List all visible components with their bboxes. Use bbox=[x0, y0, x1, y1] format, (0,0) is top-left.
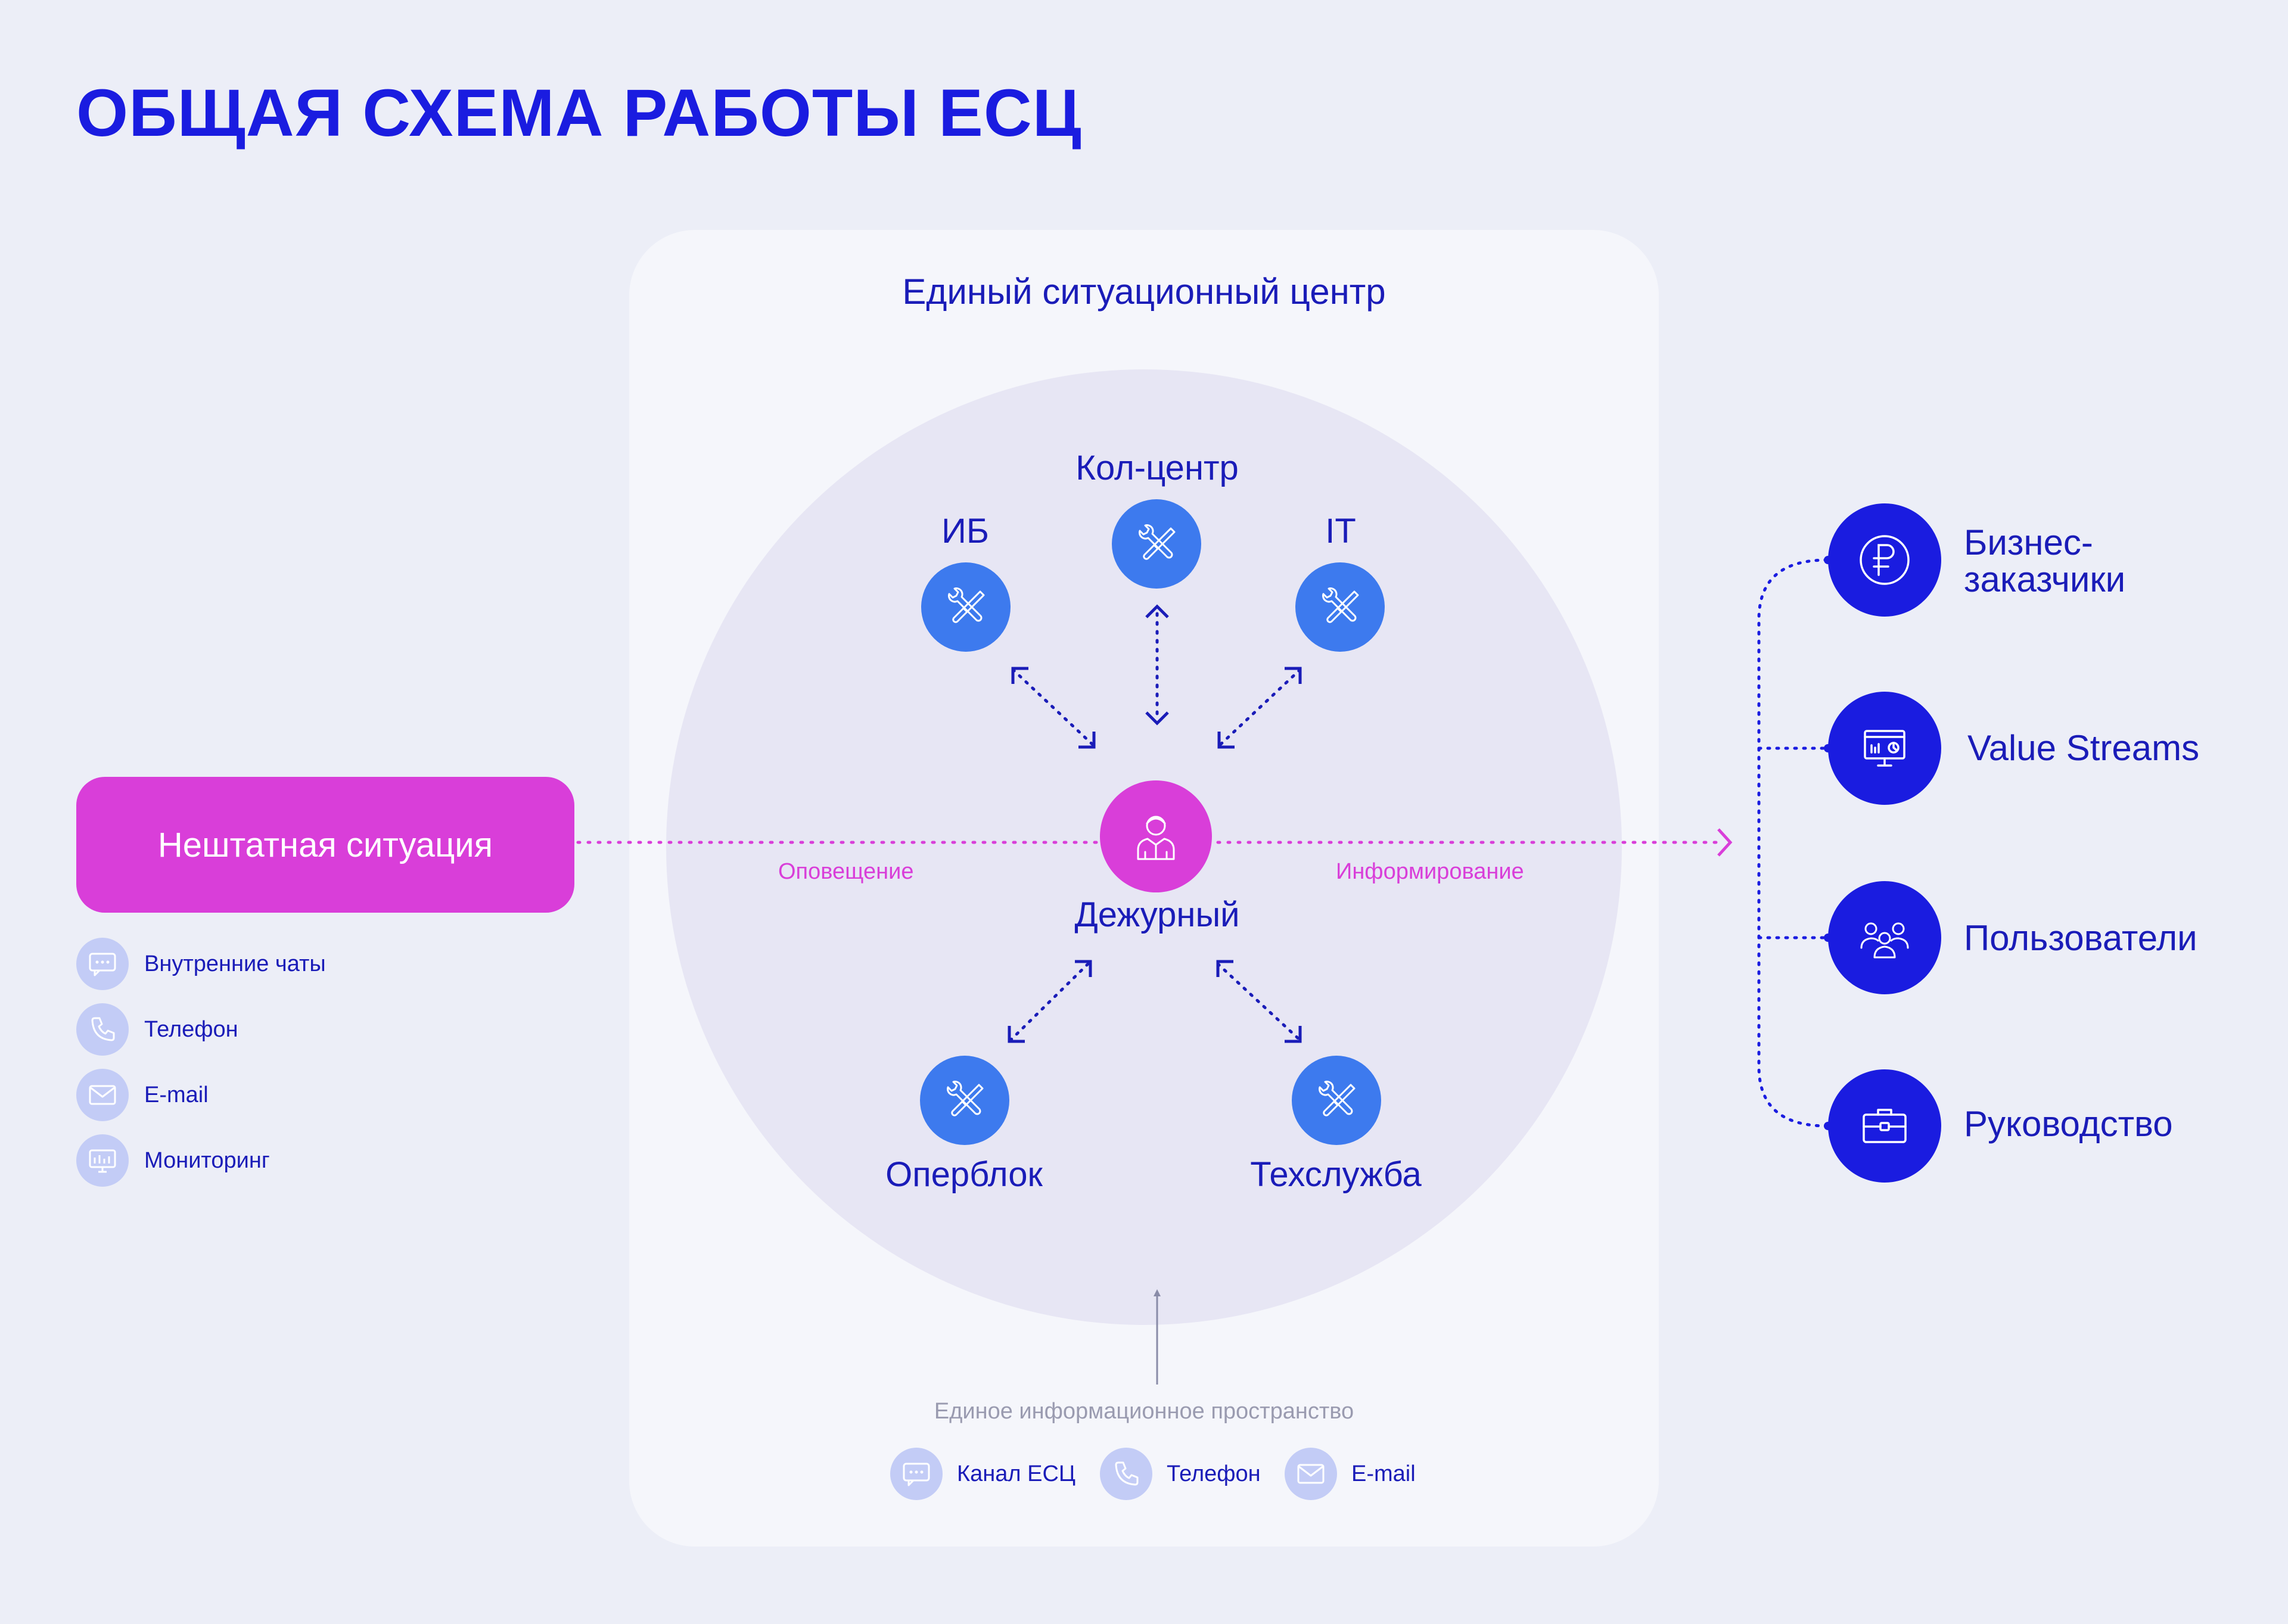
notify-label: Оповещение bbox=[778, 859, 914, 884]
source-item: E-mail bbox=[76, 1069, 209, 1121]
ib-label: ИБ bbox=[941, 512, 989, 550]
users-icon bbox=[1860, 922, 1909, 959]
source-label: Телефон bbox=[144, 1016, 238, 1042]
it-label: IT bbox=[1325, 512, 1356, 550]
source-item: Внутренние чаты bbox=[76, 938, 326, 990]
source-item: Телефон bbox=[76, 1003, 238, 1056]
business-customers-label: Бизнес- заказчики bbox=[1964, 522, 2126, 599]
phone-icon bbox=[1100, 1448, 1152, 1500]
callcenter-node[interactable] bbox=[1112, 499, 1201, 589]
channel-item: E-mail bbox=[1285, 1448, 1416, 1500]
source-label: Мониторинг bbox=[144, 1147, 270, 1173]
channel-item: Телефон bbox=[1100, 1448, 1261, 1500]
techservice-label: Техслужба bbox=[1250, 1155, 1422, 1194]
channel-label: Телефон bbox=[1167, 1461, 1261, 1486]
operblock-label: Оперблок bbox=[885, 1155, 1043, 1194]
phone-icon bbox=[76, 1003, 129, 1056]
page-title: ОБЩАЯ СХЕМА РАБОТЫ ЕСЦ bbox=[76, 76, 1082, 150]
briefcase-icon bbox=[1863, 1109, 1907, 1143]
ruble-icon bbox=[1860, 535, 1910, 585]
source-label: E-mail bbox=[144, 1082, 209, 1107]
email-icon bbox=[76, 1069, 129, 1121]
management-label: Руководство bbox=[1964, 1104, 2173, 1144]
business-customers-node[interactable] bbox=[1828, 503, 1941, 617]
techservice-node[interactable] bbox=[1292, 1056, 1381, 1145]
value-streams-label: Value Streams bbox=[1967, 728, 2200, 768]
emergency-button[interactable]: Нештатная ситуация bbox=[76, 777, 574, 913]
operblock-node[interactable] bbox=[920, 1056, 1009, 1145]
tools-icon bbox=[1319, 1081, 1356, 1116]
arrow-techservice bbox=[1216, 962, 1302, 1042]
inform-label: Информирование bbox=[1336, 859, 1524, 884]
tools-icon bbox=[1139, 524, 1176, 560]
channel-label: E-mail bbox=[1351, 1461, 1416, 1486]
email-icon bbox=[1285, 1448, 1337, 1500]
tools-icon bbox=[948, 587, 985, 623]
arrow-ib bbox=[1011, 668, 1095, 746]
source-item: Мониторинг bbox=[76, 1134, 270, 1187]
arrow-it bbox=[1218, 668, 1302, 746]
value-streams-node[interactable] bbox=[1828, 692, 1941, 805]
channel-item: Канал ЕСЦ bbox=[890, 1448, 1075, 1500]
duty-node[interactable] bbox=[1100, 780, 1212, 892]
info-space-title: Единое информационное пространство bbox=[934, 1399, 1354, 1424]
audience-bracket bbox=[1757, 558, 1829, 1128]
it-node[interactable] bbox=[1295, 562, 1385, 652]
presentation-icon bbox=[1864, 730, 1905, 767]
management-node[interactable] bbox=[1828, 1069, 1941, 1183]
users-label: Пользователи bbox=[1964, 918, 2197, 958]
source-label: Внутренние чаты bbox=[144, 951, 326, 976]
inform-arrowhead bbox=[1717, 828, 1733, 857]
channel-label: Канал ЕСЦ bbox=[957, 1461, 1076, 1486]
ib-node[interactable] bbox=[921, 562, 1011, 652]
callcenter-label: Кол-центр bbox=[1075, 449, 1239, 487]
situation-center-title: Единый ситуационный центр bbox=[902, 272, 1386, 312]
chat-icon bbox=[890, 1448, 943, 1500]
arrow-operblock bbox=[1009, 962, 1090, 1042]
chat-icon bbox=[76, 938, 129, 990]
tools-icon bbox=[1322, 587, 1359, 623]
monitor-icon bbox=[76, 1134, 129, 1187]
operator-icon bbox=[1137, 816, 1175, 860]
users-node[interactable] bbox=[1828, 881, 1941, 994]
duty-label: Дежурный bbox=[1074, 895, 1240, 934]
tools-icon bbox=[947, 1081, 984, 1116]
